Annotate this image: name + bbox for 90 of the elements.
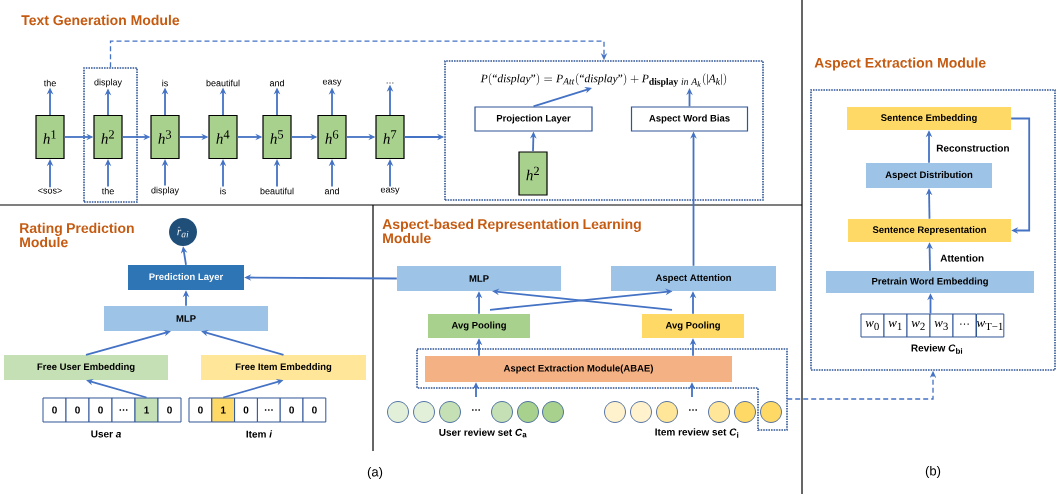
layer-box: Projection Layer	[474, 106, 593, 132]
output-word: the	[43, 79, 56, 87]
hidden-state-box: h$^{2}$	[518, 151, 548, 196]
layer-box: Aspect Attention	[611, 266, 776, 291]
word-cell: w$_{3}$	[929, 313, 954, 338]
word-cell: w$_{2}$	[906, 313, 931, 338]
review-circle	[656, 401, 678, 423]
ellipsis: …	[689, 409, 697, 411]
vector-cell: 0	[302, 397, 327, 423]
word-cell: ⋯	[952, 313, 977, 338]
pooling-box: Avg Pooling	[642, 314, 744, 338]
review-circle	[439, 401, 461, 423]
arrow	[532, 86, 592, 108]
output-word: easy	[322, 79, 342, 87]
hidden-state-box: h$^{6}$	[317, 114, 347, 160]
output-word: display	[94, 78, 122, 88]
caption-text: User a	[91, 430, 121, 438]
vector-cell: 0	[234, 397, 258, 423]
word-cell: w$_{1}$	[883, 313, 908, 338]
vector-cell: 0	[88, 397, 113, 423]
hidden-state-box: h$^{1}$	[35, 114, 65, 160]
vector-cell: 0	[157, 397, 182, 423]
vector-cell: 0	[188, 397, 213, 423]
layer-box: Aspect Word Bias	[630, 106, 749, 132]
output-word: and	[269, 79, 284, 87]
embedding-box: Sentence Embedding	[847, 107, 1011, 130]
embedding-box: Pretrain Word Embedding	[826, 271, 1034, 293]
input-word: easy	[380, 187, 400, 195]
heading: Text Generation Module	[21, 14, 180, 26]
hidden-state-box: h$^{2}$	[93, 114, 123, 160]
layer-box: Aspect Distribution	[866, 163, 992, 188]
representation-box: Sentence Representation	[848, 219, 1011, 242]
vector-cell: 0	[65, 397, 90, 423]
word-cell: w$_{0}$	[860, 313, 885, 338]
input-word: beautiful	[260, 187, 294, 195]
hidden-state-box: h$^{5}$	[262, 114, 292, 160]
pooling-box: Avg Pooling	[428, 314, 530, 338]
caption-text: Item review set C$_{i}$	[655, 428, 739, 438]
layer-box: Prediction Layer	[128, 265, 244, 290]
embedding-box: Free Item Embedding	[201, 355, 366, 380]
output-word: beautiful	[206, 79, 240, 87]
input-word: and	[324, 187, 339, 195]
hidden-state-box: h$^{4}$	[208, 114, 238, 160]
output-word: is	[162, 79, 168, 87]
dotted-outline	[444, 60, 764, 201]
vector-cell: 1	[211, 397, 236, 423]
vector-cell: …	[111, 397, 136, 423]
review-circle	[491, 401, 513, 423]
output-word: …	[386, 82, 394, 84]
heading: Aspect-based Representation Learning Module	[382, 218, 641, 244]
dotted-outline	[810, 89, 1056, 371]
caption-text: Item i	[246, 430, 273, 438]
vector-cell: …	[256, 397, 281, 423]
input-word: the	[101, 187, 114, 195]
ellipsis: …	[472, 409, 480, 411]
layer-box: MLP	[104, 306, 268, 331]
review-circle	[734, 401, 756, 423]
review-circle	[604, 401, 626, 423]
arrow	[1010, 117, 1031, 234]
formula: $P(\mbox{“}display\mbox{”}) = P_{Att}(\mbox{“}display\mbox{”}) + P_{\mathbf{display}\ in\ A_k}(|A_k|)$	[480, 73, 727, 87]
input-word: <sos>	[38, 188, 62, 194]
input-word: display	[151, 186, 179, 196]
layer-box: MLP	[397, 266, 561, 291]
heading: Rating Prediction Module	[20, 222, 134, 248]
edge-label: Attention	[940, 254, 984, 262]
vector-cell: 0	[42, 397, 67, 423]
caption-text: User review set C$_{a}$	[439, 428, 527, 438]
dotted-outline	[83, 67, 138, 203]
review-circle	[387, 401, 409, 423]
panel-label: (b)	[925, 465, 941, 479]
heading: Aspect Extraction Module	[814, 57, 986, 71]
review-circle	[542, 401, 564, 423]
review-circle	[517, 401, 539, 423]
input-word: is	[220, 187, 226, 195]
caption-text: Review C$_{bi}$	[911, 344, 963, 354]
embedding-box: Free User Embedding	[4, 355, 168, 380]
arrow	[85, 329, 171, 356]
edge-label: Reconstruction	[936, 144, 1009, 152]
vector-cell: 1	[134, 397, 159, 423]
review-circle	[630, 401, 652, 423]
review-circle	[413, 401, 435, 423]
review-circle	[760, 401, 782, 423]
hidden-state-box: h$^{7}$	[375, 114, 405, 160]
hidden-state-box: h$^{3}$	[150, 114, 180, 160]
panel-label: (a)	[367, 466, 383, 480]
module-box: Aspect Extraction Module(ABAE)	[425, 356, 732, 382]
word-cell: w$_{T−1}$	[976, 313, 1005, 338]
review-circle	[708, 401, 730, 423]
dashed-arrow	[109, 40, 608, 68]
vector-cell: 0	[279, 397, 304, 423]
